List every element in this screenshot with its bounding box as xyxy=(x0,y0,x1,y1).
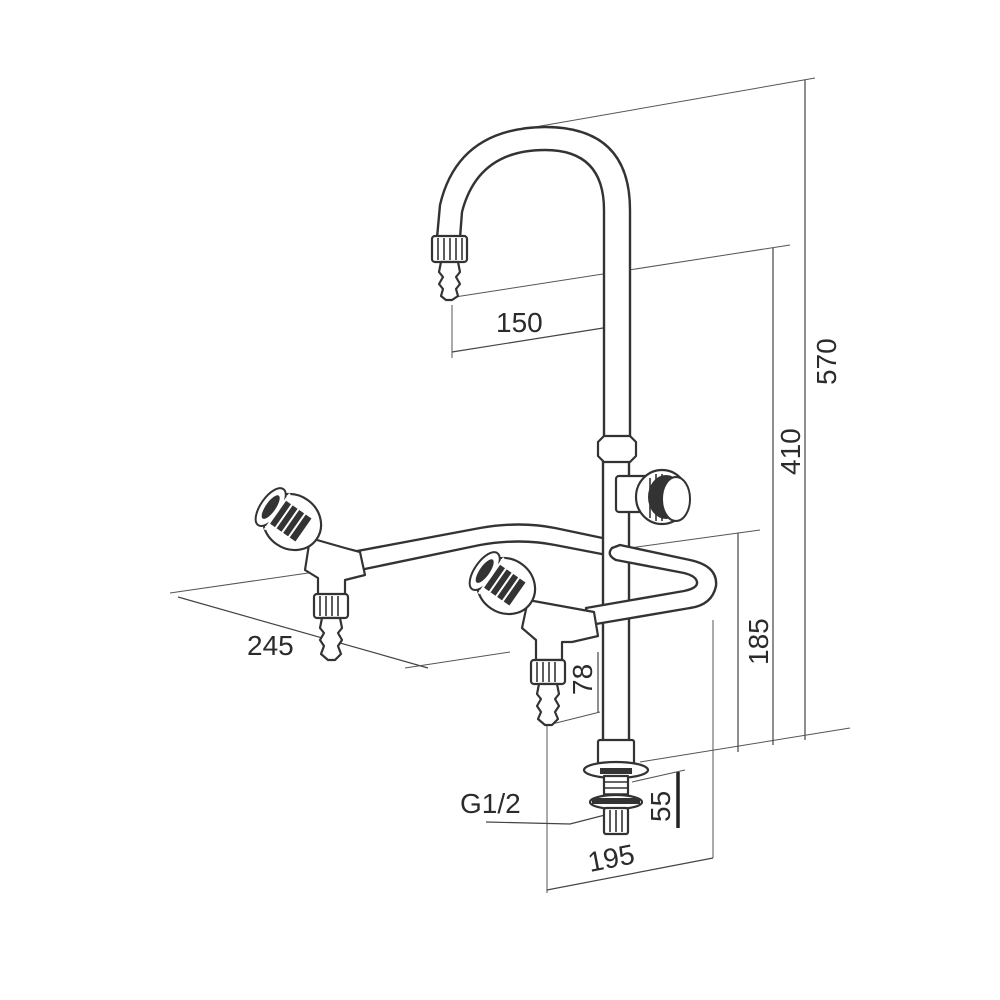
dim-245-label: 245 xyxy=(247,630,294,661)
spout-nozzle xyxy=(430,234,469,302)
dim-55-label: 55 xyxy=(645,791,676,822)
dimension-lines xyxy=(169,77,851,893)
dim-410-label: 410 xyxy=(775,428,806,475)
dim-195-label: 195 xyxy=(585,839,637,878)
dim-150-label: 150 xyxy=(496,307,543,338)
front-valve xyxy=(468,551,600,727)
hex-coupling xyxy=(596,434,638,464)
dim-570-label: 570 xyxy=(811,338,842,385)
upper-valve xyxy=(614,468,691,526)
thread-label: G1/2 xyxy=(460,788,521,819)
left-valve xyxy=(254,487,367,662)
dim-78-label: 78 xyxy=(567,664,598,695)
front-branch-pipe xyxy=(584,543,718,627)
dimension-labels: 150 570 410 185 245 78 195 55 G1/2 xyxy=(247,307,842,878)
mounting-base xyxy=(582,738,650,836)
dim-185-label: 185 xyxy=(743,618,774,665)
